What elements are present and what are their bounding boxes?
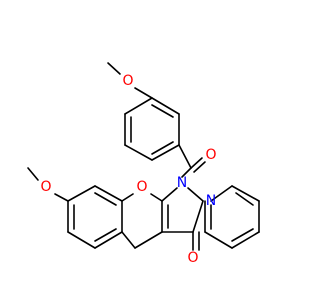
bond — [178, 144, 192, 169]
atom-n1: N — [177, 175, 187, 191]
bond — [94, 192, 117, 206]
bond — [150, 193, 163, 202]
bond — [134, 231, 163, 249]
bond — [187, 187, 204, 202]
bond — [67, 185, 96, 202]
bond — [124, 144, 153, 161]
bond — [231, 185, 260, 202]
bond — [94, 231, 123, 249]
atom-o-methoxy-left: O — [40, 179, 51, 195]
atom-o-carbonyl-benzoyl: O — [205, 147, 216, 163]
bond — [193, 161, 206, 173]
bond — [94, 185, 123, 202]
atom-o-methoxy-top: O — [122, 73, 133, 89]
bond — [151, 97, 180, 115]
bond — [235, 192, 254, 206]
atom-n2: N — [206, 193, 216, 209]
bond — [27, 167, 39, 181]
bond — [134, 87, 153, 99]
bond — [181, 167, 192, 178]
bond — [54, 193, 69, 202]
bond — [124, 97, 153, 115]
molecule-diagram: O O O O N N O — [27, 62, 260, 266]
bond — [107, 62, 121, 75]
bond — [121, 231, 136, 249]
atom-o-ring: O — [136, 179, 147, 195]
bond — [121, 193, 134, 202]
bond — [192, 200, 204, 233]
bond — [231, 231, 260, 249]
bond — [67, 231, 96, 249]
bond — [210, 185, 233, 202]
bond — [231, 228, 254, 242]
bond — [94, 228, 117, 242]
bond — [151, 144, 180, 161]
bond — [161, 187, 178, 202]
bond — [151, 141, 174, 155]
molecule-structure: O O O O N N O — [27, 62, 260, 266]
bond — [190, 157, 203, 169]
bond — [151, 104, 174, 118]
bond — [204, 231, 233, 249]
atom-o-carbonyl-ring: O — [187, 250, 198, 266]
